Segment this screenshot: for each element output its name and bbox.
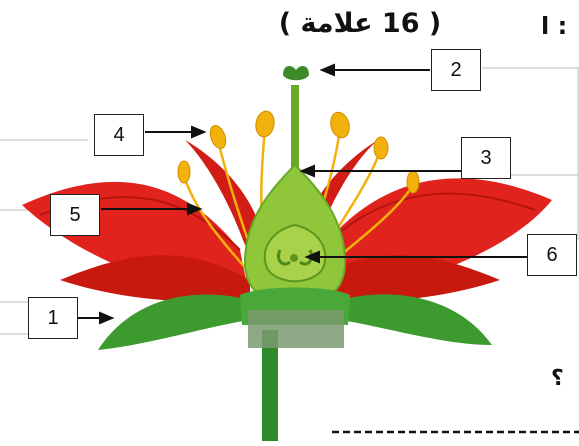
answer-lines [0, 67, 579, 335]
pistil [243, 65, 347, 307]
label-box-5: 5 [50, 194, 100, 236]
ovule [290, 254, 298, 262]
stem [262, 330, 278, 441]
label-box-6: 6 [527, 234, 577, 276]
question-mark: ؟ [551, 366, 564, 391]
sepal-base-patch [248, 310, 344, 348]
pointer-arrows [78, 63, 527, 325]
label-box-2: 2 [431, 49, 481, 91]
label-number-1: 1 [47, 306, 59, 329]
label-box-3: 3 [461, 137, 511, 179]
question-heading: ( 16 علامة ) [278, 8, 442, 39]
sepals [98, 287, 492, 350]
label-box-1: 1 [28, 297, 78, 339]
petals [22, 140, 552, 302]
label-number-5: 5 [69, 203, 81, 226]
stigma [283, 65, 309, 81]
label-number-2: 2 [450, 58, 462, 81]
stamen-anthers [177, 110, 420, 194]
label-number-6: 6 [546, 243, 558, 266]
label-number-4: 4 [113, 123, 125, 146]
label-number-3: 3 [480, 146, 492, 169]
heading-colon: ا : [541, 12, 568, 40]
label-box-4: 4 [94, 114, 144, 156]
